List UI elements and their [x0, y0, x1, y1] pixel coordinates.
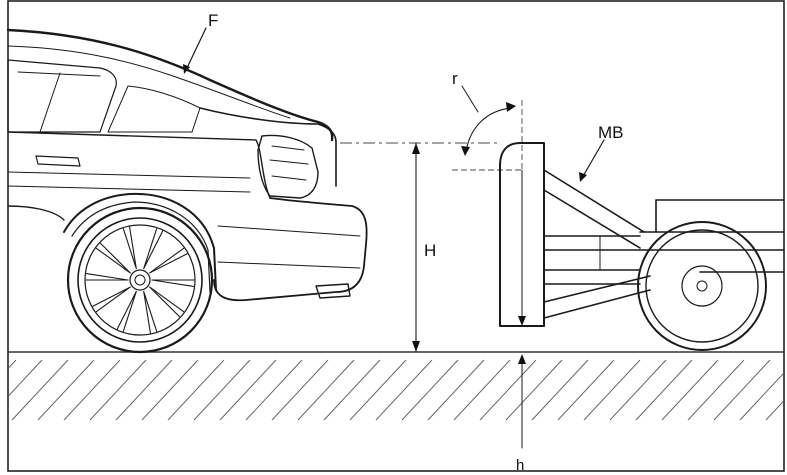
wheel-spoke — [122, 226, 137, 270]
wheel-spoke — [149, 286, 185, 318]
hatch-line — [401, 359, 459, 421]
wheel-spoke — [151, 279, 195, 288]
hatch-line — [11, 359, 69, 421]
hatch-line — [349, 359, 407, 421]
hatch-line — [115, 359, 173, 421]
hatch-line — [557, 359, 615, 421]
hatch-line — [713, 359, 771, 421]
car-rear — [6, 28, 368, 302]
diagram-frame — [7, 0, 785, 472]
car-label: F — [208, 11, 218, 30]
clearance-dimension: h — [516, 354, 526, 474]
car-wheel — [66, 206, 214, 354]
radius-label: r — [452, 69, 458, 88]
hatch-line — [141, 359, 199, 421]
hatch-line — [9, 359, 43, 397]
hatch-line — [297, 359, 355, 421]
hatch-line — [661, 359, 719, 421]
wheel-spoke — [85, 272, 129, 281]
hatch-line — [609, 359, 667, 421]
hatch-line — [583, 359, 641, 421]
hatch-line — [375, 359, 433, 421]
height-dimension: H — [340, 142, 500, 353]
hatch-line — [687, 359, 745, 421]
hatch-line — [37, 359, 95, 421]
wheel-spoke — [116, 290, 137, 332]
ground-hatching — [8, 351, 784, 421]
hatch-line — [427, 359, 485, 421]
hatch-line — [479, 359, 537, 421]
height-label: H — [424, 241, 436, 260]
wheel-spoke — [95, 242, 131, 274]
hatch-line — [193, 359, 251, 421]
mobile-barrier: MB — [499, 123, 785, 327]
hatch-line — [271, 359, 329, 421]
hatch-line — [739, 373, 783, 421]
hatch-line — [89, 359, 147, 421]
hatch-line — [765, 401, 783, 421]
hatch-line — [245, 359, 303, 421]
hatch-line — [323, 359, 381, 421]
hatch-line — [635, 359, 693, 421]
wheel-spoke — [92, 286, 131, 313]
car-label-group: F — [183, 11, 218, 74]
hatch-line — [63, 359, 121, 421]
hatch-line — [219, 359, 277, 421]
barrier-wheel — [637, 221, 767, 351]
hatch-line — [531, 359, 589, 421]
hatch-line — [505, 359, 563, 421]
radius-annotation: r — [452, 69, 523, 171]
hatch-line — [453, 359, 511, 421]
barrier-label: MB — [598, 123, 624, 142]
wheel-spoke — [143, 290, 158, 334]
wheel-spoke — [143, 228, 164, 270]
wheel-spoke — [149, 247, 188, 274]
hatch-line — [167, 359, 225, 421]
clearance-label: h — [516, 457, 524, 474]
